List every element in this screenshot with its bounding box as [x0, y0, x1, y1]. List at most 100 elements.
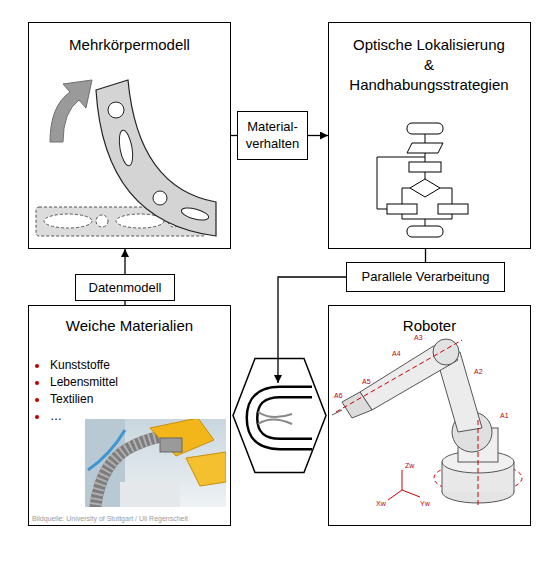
list-bullet — [35, 381, 39, 385]
flow-connector — [124, 301, 125, 305]
box-label: Material- verhalten — [238, 118, 307, 152]
list-item: Textilien — [50, 391, 170, 408]
deformed-part — [108, 102, 124, 118]
strategy-box: Optische Lokalisierung & Handhabungsstra… — [328, 22, 531, 249]
undeformed-part-outline — [36, 207, 206, 236]
box-label: Parallele Verarbeitung — [347, 265, 504, 289]
undeformed-part-outline — [44, 214, 92, 228]
flow-connector — [124, 249, 125, 274]
axis-label: A1 — [500, 412, 509, 420]
process-feed-line — [278, 277, 346, 383]
materials-box: Weiche MaterialienKunststoffeLebensmitte… — [28, 305, 231, 526]
list-item: Kunststoffe — [50, 357, 170, 374]
gripper-photo — [120, 482, 180, 507]
robot-drawing — [434, 463, 522, 493]
robot-drawing — [332, 339, 522, 505]
list-bullet — [35, 364, 39, 419]
label-box: Material- verhalten — [237, 111, 308, 160]
list-bullet — [35, 398, 39, 402]
flowchart-symbol — [425, 153, 426, 162]
deformed-part — [180, 206, 210, 223]
gripper-photo — [95, 436, 165, 507]
robot-drawing — [442, 462, 443, 492]
axis-label: A4 — [392, 350, 401, 358]
list-bullet — [35, 364, 39, 368]
flowchart-symbol — [402, 214, 452, 219]
double-block-arrow — [233, 359, 326, 473]
robot-drawing — [478, 420, 479, 505]
robot-drawing — [336, 340, 462, 412]
axis-label: Yw — [420, 500, 430, 508]
gripper-symbol — [252, 392, 314, 444]
flowchart-symbol — [409, 162, 441, 172]
gripper-photo — [88, 430, 125, 470]
box-title: Weiche Materialien — [29, 316, 230, 336]
undeformed-part-outline — [96, 215, 108, 227]
flowchart-symbol — [377, 123, 468, 237]
gripper-photo — [150, 419, 214, 456]
robot-drawing — [342, 392, 372, 418]
flowchart-symbol — [425, 219, 426, 226]
list-item: Lebensmittel — [50, 374, 170, 391]
flowchart-symbol — [410, 179, 440, 197]
robot-drawing — [402, 490, 420, 497]
gripper-symbol — [258, 412, 292, 417]
flowchart-symbol — [425, 134, 426, 143]
flow-connector — [308, 135, 328, 136]
rotation-arrow — [50, 80, 92, 142]
flowchart-symbol — [407, 226, 443, 237]
list-item: … — [50, 408, 170, 425]
robot-drawing — [442, 462, 514, 492]
flowchart-symbol — [377, 157, 425, 209]
gripper-photo — [85, 419, 226, 507]
model-box: Mehrkörpermodell — [28, 22, 231, 249]
box-title: Mehrkörpermodell — [29, 35, 230, 55]
robot-drawing — [433, 339, 459, 365]
gripper-photo — [160, 438, 182, 452]
flowchart-symbol — [425, 172, 426, 179]
robot-drawing — [388, 490, 402, 500]
flowchart-symbol — [440, 188, 452, 204]
rotation-arrow — [50, 80, 92, 142]
undeformed-part-outline — [168, 215, 180, 227]
robot-drawing — [442, 481, 514, 503]
flow-connector — [425, 249, 426, 262]
label-box: Datenmodell — [75, 274, 175, 301]
flow-connector — [231, 135, 237, 136]
robot-drawing — [442, 451, 514, 473]
robot-drawing — [360, 342, 458, 410]
box-label: Datenmodell — [76, 275, 174, 300]
flowchart-symbol — [387, 204, 417, 214]
deformed-part — [96, 80, 216, 236]
gripper-symbol — [258, 420, 292, 425]
flowchart-symbol — [407, 143, 443, 153]
axis-label: A6 — [334, 392, 343, 400]
gripper-photo — [95, 436, 165, 507]
gripper-symbol — [252, 392, 312, 444]
robot-drawing — [514, 462, 515, 492]
axis-label: Xw — [376, 500, 386, 508]
deformed-part — [117, 129, 135, 167]
undeformed-part-outline — [36, 207, 206, 236]
robot-drawing — [452, 412, 492, 452]
flowchart-symbol — [402, 188, 410, 204]
gripper-symbol — [252, 392, 314, 444]
process-feed-line — [278, 277, 346, 383]
image-credit: Bildquelle: University of Stuttgart / Ul… — [32, 514, 228, 523]
axis-label: A3 — [414, 334, 423, 342]
gripper-photo — [85, 419, 226, 507]
undeformed-part-outline — [116, 214, 164, 228]
robot-drawing — [402, 470, 403, 490]
robot-drawing — [436, 352, 482, 432]
box-title: Roboter — [329, 316, 530, 336]
axis-label: Zw — [405, 462, 414, 470]
gripper-photo — [186, 452, 226, 486]
deformed-part — [153, 191, 167, 205]
robot-drawing — [332, 410, 342, 415]
robot-drawing — [458, 428, 498, 462]
flowchart-symbol — [407, 123, 443, 134]
box-title: Optische Lokalisierung & Handhabungsstra… — [348, 35, 510, 95]
